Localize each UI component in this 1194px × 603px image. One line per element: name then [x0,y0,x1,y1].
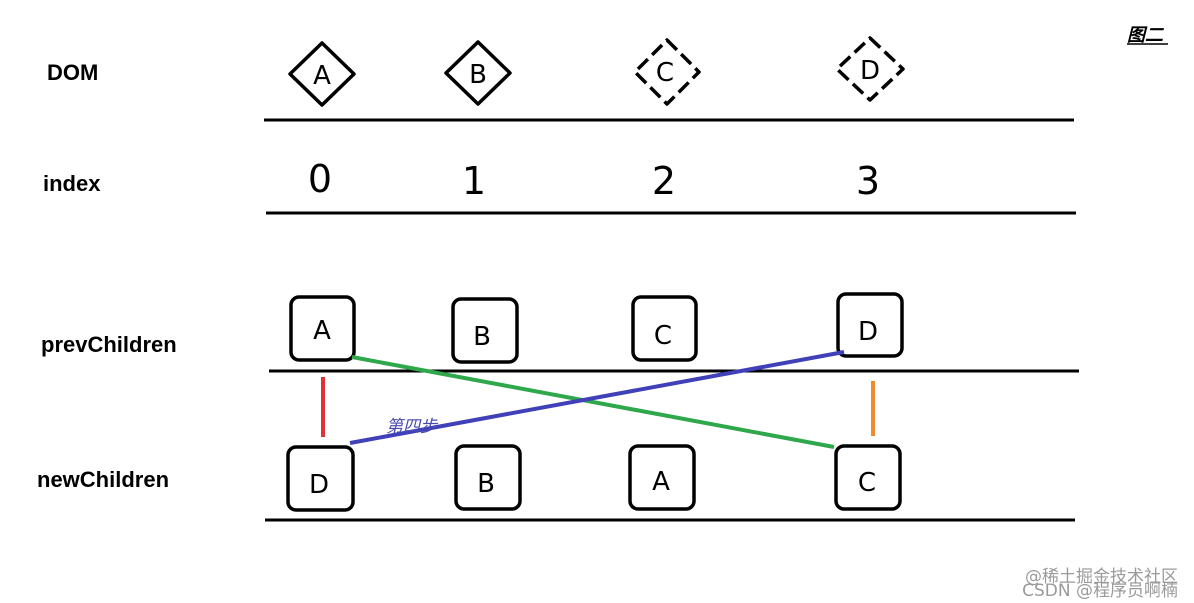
dom-node-a: A [288,41,356,107]
dom-node-b-label: B [469,60,487,90]
index-3: 3 [856,159,880,203]
row-label-index: index [43,171,101,196]
row-label-new-children: newChildren [37,467,169,492]
prev-child-a-label: A [313,316,331,346]
dom-node-d: D [835,36,905,102]
watermark-line-1: @稀土掘金技术社区 [1025,567,1178,587]
index-0: 0 [308,157,332,201]
dom-node-b: B [444,40,512,106]
new-child-d-label: D [309,470,329,500]
dom-node-c-label: C [656,58,674,88]
new-child-d: D [286,445,355,512]
figure-label: 图二 [1127,25,1165,46]
step-annotation: 第四步 [386,417,439,437]
dom-node-c: C [633,38,701,106]
prev-child-d-label: D [858,317,878,347]
row-label-prev-children: prevChildren [41,332,177,357]
prev-child-a: A [289,295,356,362]
prev-child-d: D [836,292,904,358]
row-label-dom: DOM [47,60,98,85]
index-2: 2 [652,159,676,203]
new-child-c: C [834,444,902,511]
new-child-b-label: B [477,469,495,499]
new-child-a: A [628,444,696,511]
prev-child-b-label: B [473,322,491,352]
prev-child-c: C [631,295,698,362]
dom-node-d-label: D [860,56,880,86]
dom-node-a-label: A [313,61,331,91]
new-child-a-label: A [652,467,670,497]
prev-child-c-label: C [654,321,672,351]
new-child-c-label: C [858,468,876,498]
watermark-line-2: CSDN @程序员啊楠 [1022,581,1178,601]
index-1: 1 [462,159,486,203]
connector-green [351,355,835,449]
prev-child-b: B [451,297,519,364]
connector-blue [349,350,845,445]
new-child-b: B [454,444,522,511]
